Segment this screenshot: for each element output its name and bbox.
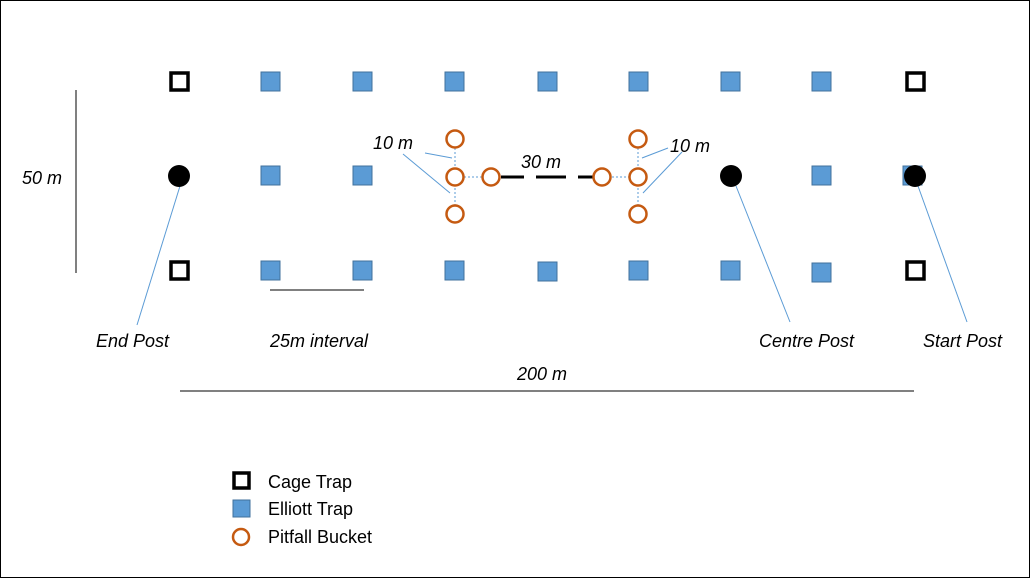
pitfall-bucket — [445, 167, 465, 187]
cage-trap — [169, 71, 190, 92]
elliott-trap — [260, 71, 281, 92]
elliott-trap — [444, 71, 465, 92]
interval-label: 25m interval — [269, 331, 369, 351]
elliott-trap — [352, 71, 373, 92]
elliott-trap — [352, 165, 373, 186]
elliott-trap-icon — [232, 499, 251, 518]
pitfall-spacing-right-label: 10 m — [670, 136, 710, 156]
end-post-guide — [136, 185, 181, 326]
pitfall-bucket — [628, 204, 648, 224]
elliott-trap — [352, 260, 373, 281]
pitfall-bucket — [628, 129, 648, 149]
pitfall-buckets — [445, 129, 648, 224]
elliott-trap — [628, 260, 649, 281]
pitfall-spacing-left-label: 10 m — [373, 133, 413, 153]
elliott-trap — [720, 71, 741, 92]
cage-trap — [905, 260, 926, 281]
centre-post-marker — [720, 165, 742, 187]
start-post-guide — [917, 185, 968, 323]
elliott-trap — [811, 262, 832, 283]
width-label: 200 m — [516, 364, 567, 384]
legend-label-pitfall-bucket: Pitfall Bucket — [268, 527, 372, 547]
elliott-trap — [628, 71, 649, 92]
end-post-marker — [168, 165, 190, 187]
elliott-trap — [537, 261, 558, 282]
cage-traps — [169, 71, 926, 281]
elliott-trap — [537, 71, 558, 92]
cage-trap — [169, 260, 190, 281]
pitfall-bucket — [481, 167, 501, 187]
pitfall-bucket — [445, 204, 465, 224]
start-post-label: Start Post — [923, 331, 1003, 351]
start-post-marker — [904, 165, 926, 187]
centre-post-guide — [735, 185, 791, 323]
legend-label-cage-trap: Cage Trap — [268, 472, 352, 492]
pitfall-bucket — [592, 167, 612, 187]
pitfall-bucket — [628, 167, 648, 187]
posts — [168, 165, 926, 187]
pitfall-bucket — [445, 129, 465, 149]
pitfall-gap-label: 30 m — [521, 152, 561, 172]
centre-post-label: Centre Post — [759, 331, 855, 351]
legend: Cage Trap Elliott Trap Pitfall Bucket — [231, 471, 372, 547]
elliott-trap — [811, 165, 832, 186]
cage-trap — [905, 71, 926, 92]
elliott-trap — [260, 165, 281, 186]
elliott-trap — [260, 260, 281, 281]
cage-trap-icon — [232, 471, 251, 490]
pitfall-bucket-icon — [231, 527, 251, 547]
elliott-traps — [260, 71, 923, 283]
end-post-label: End Post — [96, 331, 170, 351]
ten-m-pointers — [402, 147, 683, 194]
height-label: 50 m — [22, 168, 62, 188]
legend-label-elliott-trap: Elliott Trap — [268, 499, 353, 519]
elliott-trap — [444, 260, 465, 281]
elliott-trap — [720, 260, 741, 281]
elliott-trap — [811, 71, 832, 92]
